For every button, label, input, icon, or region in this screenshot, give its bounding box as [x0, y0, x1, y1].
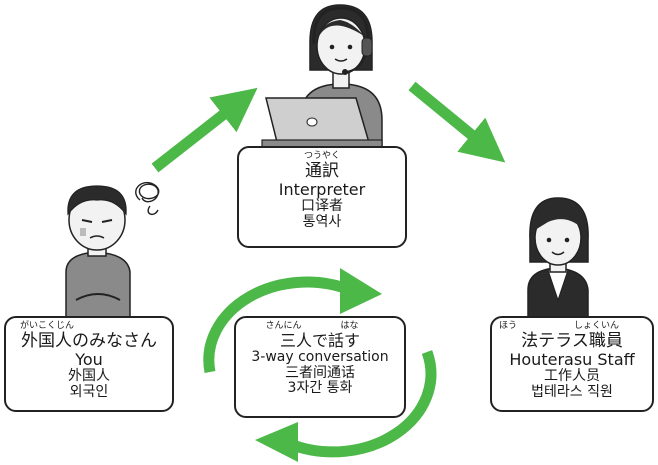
confused-scribble-icon — [135, 181, 160, 216]
conversation-label-zh: 三者间通话 — [285, 364, 355, 381]
staff-label-ko: 법테라스 직원 — [531, 383, 613, 400]
foreigner-illustration — [65, 185, 131, 319]
staff-ruby-row: ほう しょくいん — [492, 321, 652, 332]
arrow-interpreter-to-staff — [408, 81, 506, 163]
interpreter-illustration — [261, 4, 383, 149]
interpreter-label-zh: 口译者 — [301, 197, 343, 214]
arrow-you-to-interpreter — [151, 87, 258, 173]
interpreter-label-ja: 通訳 — [305, 161, 339, 181]
staff-ruby-2: しょくいん — [573, 321, 619, 331]
conversation-label-en: 3-way conversation — [251, 348, 389, 365]
staff-label-en: Houterasu Staff — [509, 350, 635, 370]
staff-box: ほう しょくいん 法テラス職員 Houterasu Staff 工作人员 법테라… — [490, 316, 654, 412]
cycle-arrow-bottom — [288, 350, 437, 458]
conversation-ruby-row: さんにん はな — [236, 321, 404, 332]
staff-ruby-1: ほう — [499, 321, 518, 331]
cycle-arrow-top — [203, 276, 352, 374]
cycle-arrows — [203, 268, 437, 462]
you-label-zh: 外国人 — [68, 367, 110, 384]
staff-label-zh: 工作人员 — [544, 367, 600, 384]
you-ruby: がいこくじん — [20, 321, 75, 331]
you-label-ja: 外国人のみなさん — [21, 331, 157, 351]
conversation-label-ja: 三人で話す — [279, 331, 360, 350]
staff-label-ja: 法テラス職員 — [521, 331, 623, 351]
conversation-ruby-1: さんにん — [265, 321, 302, 331]
conversation-label-ko: 3자간 통화 — [287, 380, 353, 397]
staff-illustration — [527, 197, 589, 319]
cycle-arrowhead-top — [340, 268, 382, 314]
interpreter-ruby: つうやく — [303, 151, 340, 161]
interpreter-label-ko: 통역사 — [302, 213, 342, 230]
interpreter-label-en: Interpreter — [278, 180, 366, 200]
cycle-arrowhead-bottom — [255, 422, 298, 462]
conversation-ruby-2: はな — [340, 321, 359, 331]
you-label-ko: 외국인 — [69, 383, 109, 400]
you-box: がいこくじん 外国人のみなさん You 外国人 외국인 — [4, 316, 174, 412]
conversation-box: さんにん はな 三人で話す 3-way conversation 三者间通话 3… — [234, 316, 406, 418]
interpreter-box: つうやく 通訳 Interpreter 口译者 통역사 — [237, 146, 407, 248]
you-label-en: You — [75, 350, 103, 370]
